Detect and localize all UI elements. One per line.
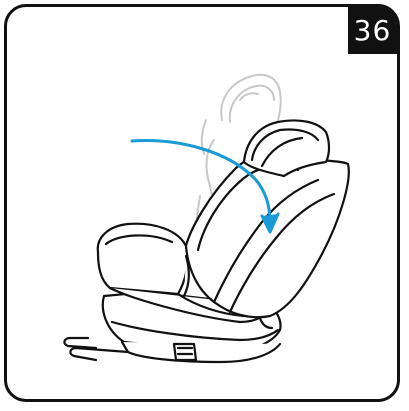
seat-back [186, 152, 349, 318]
